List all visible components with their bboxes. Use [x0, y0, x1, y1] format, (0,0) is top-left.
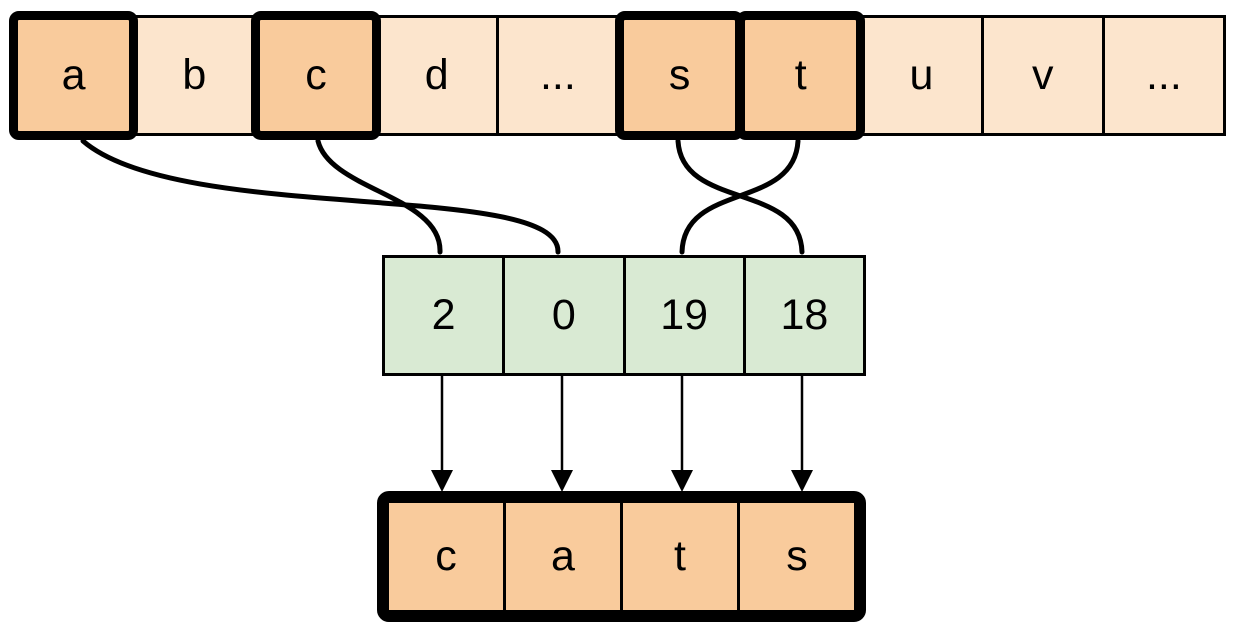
alphabet-cell-b: b: [132, 15, 257, 136]
index-cell-18: 18: [742, 255, 866, 376]
index-cell-0: 0: [502, 255, 626, 376]
connector-c-to-2: [315, 138, 443, 255]
connector-a-to-0: [80, 138, 561, 255]
alphabet-cell-d: d: [374, 15, 499, 136]
alphabet-cell-a: a: [9, 11, 139, 140]
output-word-array: c a t s: [377, 491, 866, 622]
output-cell-a: a: [503, 500, 623, 613]
arrow-2-to-c: [431, 376, 453, 492]
connector-t-to-19: [679, 138, 801, 255]
arrow-0-to-a: [551, 376, 573, 492]
alphabet-cell-ellipsis1: ...: [495, 15, 620, 136]
arrow-18-to-s: [791, 376, 813, 492]
index-cell-19: 19: [622, 255, 746, 376]
alphabet-cell-t: t: [736, 11, 866, 140]
index-cell-2: 2: [382, 255, 506, 376]
alphabet-cell-c: c: [251, 11, 381, 140]
output-cell-t: t: [620, 500, 740, 613]
output-cell-c: c: [386, 500, 506, 613]
alphabet-cell-v: v: [980, 15, 1105, 136]
output-cell-s: s: [737, 500, 857, 613]
alphabet-cell-ellipsis2: ...: [1101, 15, 1226, 136]
alphabet-cell-u: u: [859, 15, 984, 136]
arrow-19-to-t: [671, 376, 693, 492]
alphabet-cell-s: s: [615, 11, 745, 140]
